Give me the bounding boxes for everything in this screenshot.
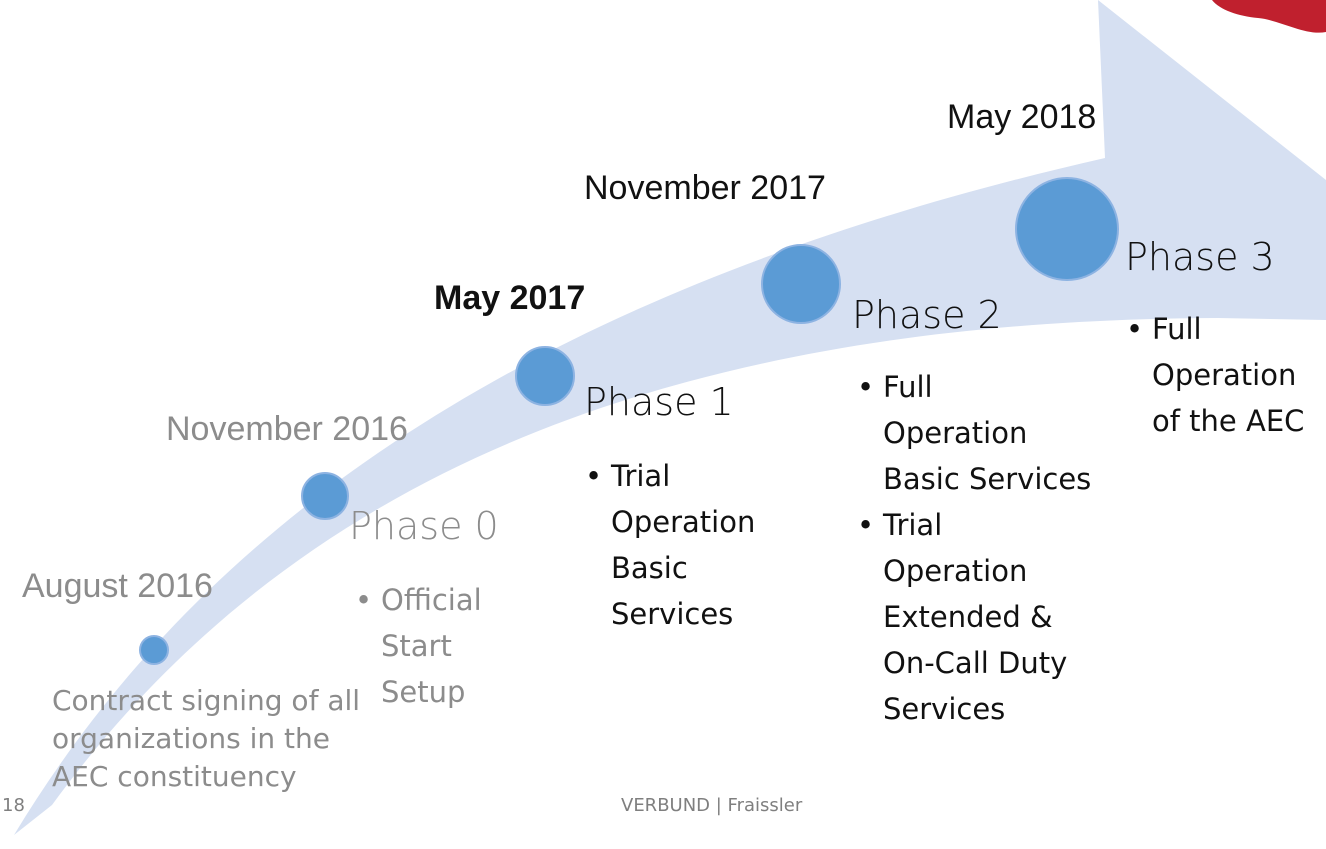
phase-0-bullets: Official Start Setup [355,577,555,715]
slide-footer: VERBUND | Fraissler [621,795,803,816]
milestone-dot-august-2016 [139,635,169,665]
timeline-arrow [14,0,1326,835]
phase-3-bullet: Full Operation of the AEC [1126,306,1326,444]
date-november-2016: November 2016 [166,410,408,448]
phase-2-title: Phase 2 [852,293,1002,337]
phase-1-bullets: Trial Operation Basic Services [585,453,805,637]
milestone-caption: Contract signing of all organizations in… [52,684,361,793]
phase-0-bullet: Official Start Setup [355,577,555,715]
milestone-dot-phase-1 [515,346,575,406]
phase-0-title: Phase 0 [349,504,499,548]
milestone-dot-phase-3 [1015,177,1119,281]
phase-2-bullets: Full Operation Basic Services Trial Oper… [857,364,1127,732]
phase-2-bullet-1: Full Operation Basic Services [857,364,1127,502]
date-may-2018: May 2018 [947,98,1097,136]
phase-2-bullet-2: Trial Operation Extended & On-Call Duty … [857,502,1127,732]
phase-3-title: Phase 3 [1125,235,1275,279]
phase-1-title: Phase 1 [584,380,734,424]
phase-1-bullet: Trial Operation Basic Services [585,453,805,637]
slide-page-number: 18 [2,795,25,816]
phase-3-bullets: Full Operation of the AEC [1126,306,1326,444]
milestone-dot-phase-2 [761,244,841,324]
date-november-2017: November 2017 [584,169,826,207]
date-may-2017: May 2017 [434,279,586,317]
logo-shape [1212,0,1326,33]
date-august-2016: August 2016 [22,567,213,605]
milestone-dot-phase-0 [301,472,349,520]
